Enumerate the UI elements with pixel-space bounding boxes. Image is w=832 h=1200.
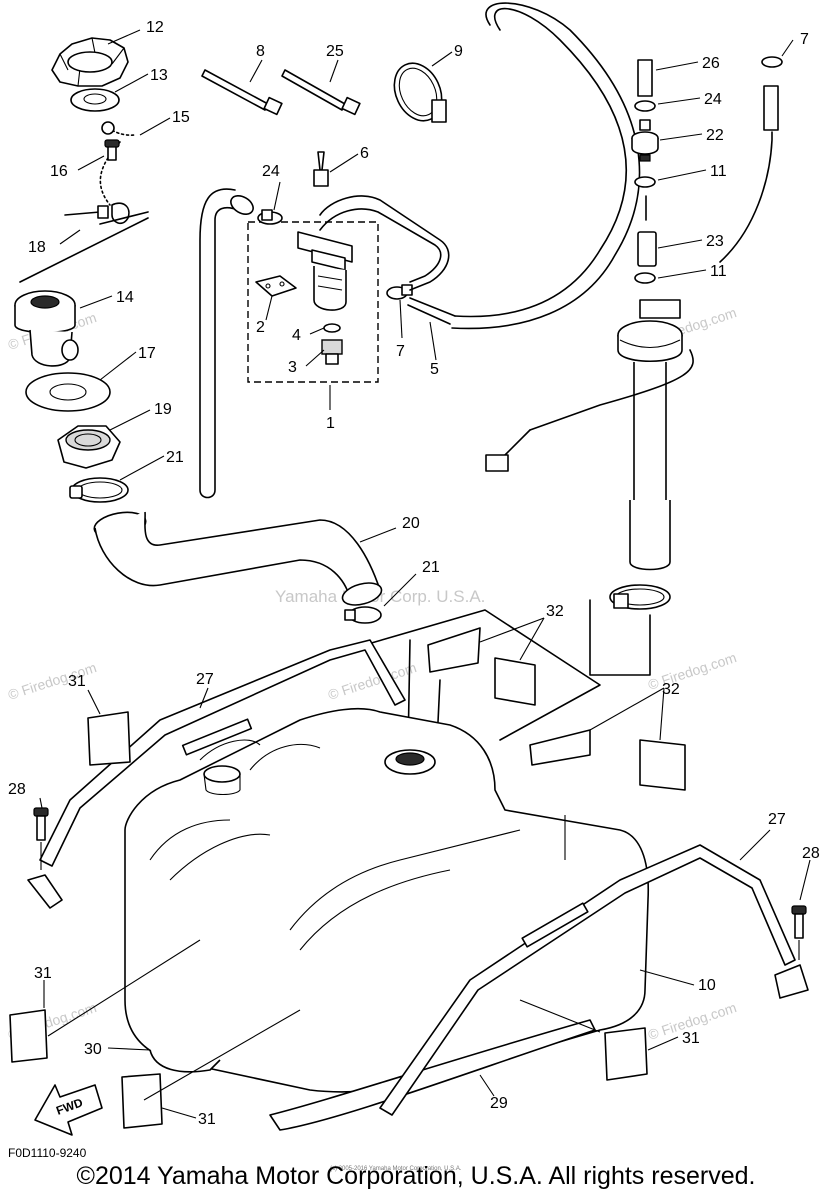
callout-1: 1 (326, 415, 335, 432)
callout-4: 4 (292, 327, 301, 344)
callout-12: 12 (146, 19, 164, 36)
callout-21a: 21 (166, 449, 184, 466)
callout-17: 17 (138, 345, 156, 362)
callout-24b: 24 (704, 91, 722, 108)
drawing-code: F0D1110-9240 (8, 1146, 87, 1160)
callout-18: 18 (28, 239, 46, 256)
fuel-hoses (199, 2, 653, 499)
callout-25: 25 (326, 43, 344, 60)
callout-6: 5 (430, 361, 439, 378)
filler-hose (93, 511, 383, 624)
callout-15: 15 (172, 109, 190, 126)
callout-11b: 11 (710, 263, 727, 280)
callout-31a: 31 (68, 673, 86, 690)
callout-8: 8 (256, 43, 265, 60)
callout-28a: 28 (8, 781, 26, 798)
callout-31d: 31 (198, 1111, 216, 1128)
firedog-watermark: © Firedog.com (326, 659, 418, 703)
filler-cap-assembly (14, 37, 149, 503)
callout-31b: 31 (34, 965, 52, 982)
callout-13: 13 (150, 67, 168, 84)
callout-29: 29 (490, 1095, 508, 1112)
leader-lines (39, 29, 811, 1119)
callout-11a: 11 (710, 163, 727, 180)
callout-14: 14 (116, 289, 134, 306)
callout-28b: 28 (802, 845, 820, 862)
yamaha-watermark: Yamaha Motor Corp. U.S.A. (275, 587, 485, 606)
callout-7a: 7 (396, 343, 405, 360)
fuel-filter-group (247, 151, 413, 383)
pads (9, 627, 686, 1129)
callout-2: 2 (256, 319, 265, 336)
callout-32b: 32 (662, 681, 680, 698)
fuel-tank (124, 609, 650, 1131)
callout-19: 19 (154, 401, 172, 418)
callout-24a: 24 (262, 163, 280, 180)
callout-3: 3 (288, 359, 297, 376)
fuel-sender-stack (485, 56, 783, 676)
callout-31c: 31 (682, 1030, 700, 1047)
callout-7b: 7 (800, 31, 809, 48)
callout-22: 22 (706, 127, 724, 144)
fwd-arrow: FWD (34, 1084, 103, 1136)
callout-27a: 27 (196, 671, 214, 688)
callout-32a: 32 (546, 603, 564, 620)
callout-21b: 21 (422, 559, 440, 576)
callout-27b: 27 (768, 811, 786, 828)
callout-23: 23 (706, 233, 724, 250)
callout-16: 16 (50, 163, 68, 180)
callout-30: 30 (84, 1041, 102, 1058)
ties-and-bands (201, 62, 447, 123)
firedog-watermark: © Firedog.com (646, 649, 738, 693)
callout-9: 9 (454, 43, 463, 60)
callout-10: 10 (698, 977, 716, 994)
copyright-notice: ©2014 Yamaha Motor Corporation, U.S.A. A… (76, 1162, 756, 1190)
straps (27, 639, 809, 1116)
callout-26: 26 (702, 55, 720, 72)
callouts: 12 13 15 16 18 14 17 19 21 8 25 9 6 24 2… (8, 19, 820, 1128)
bolts (33, 807, 807, 960)
small-credit: (c) 2005-2016 Yamaha Motor Corporation, … (330, 1166, 462, 1172)
callout-5: 6 (360, 145, 369, 162)
callout-20: 20 (402, 515, 420, 532)
